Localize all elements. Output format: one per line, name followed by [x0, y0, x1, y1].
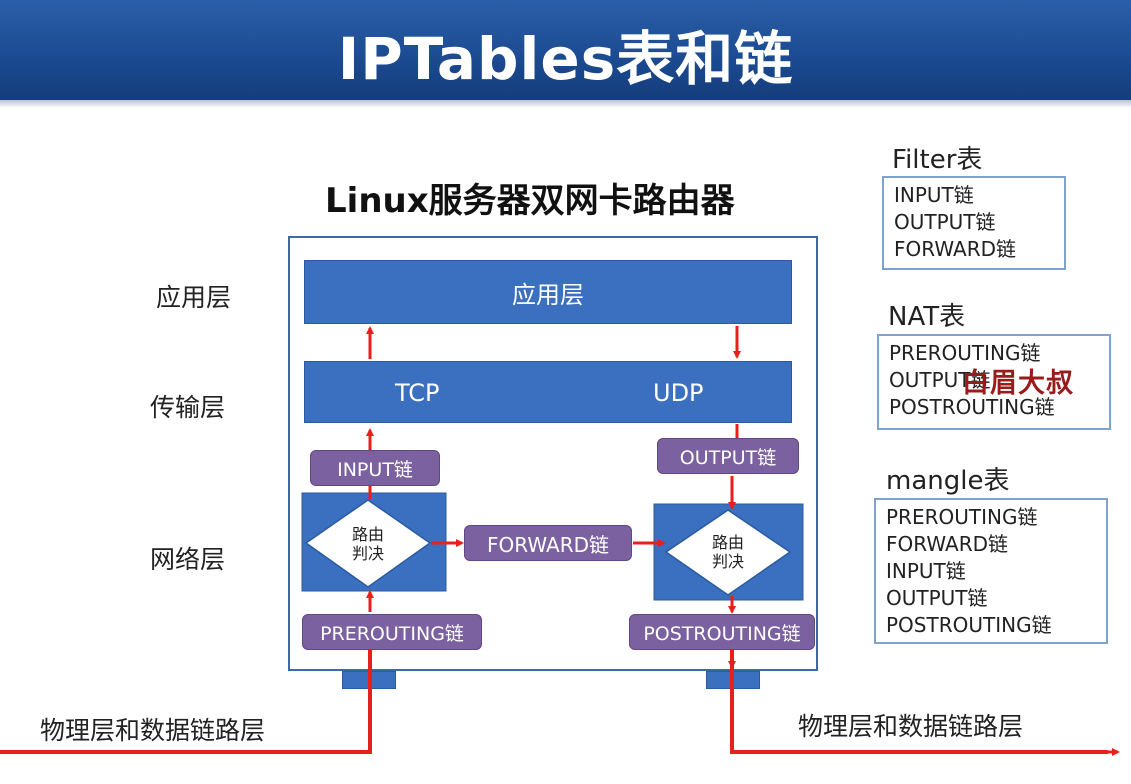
mangle-table-title: mangle表: [886, 466, 1010, 496]
filter-chain-item: OUTPUT链: [894, 210, 996, 234]
nat-chain-item: POSTROUTING链: [889, 395, 1055, 419]
right-routing-line1: 路由: [711, 533, 744, 552]
mangle-chain-item: INPUT链: [886, 559, 966, 583]
nat-chain-item: PREROUTING链: [889, 341, 1041, 365]
filter-table-box: INPUT链 OUTPUT链 FORWARD链: [882, 176, 1066, 270]
right-routing-decision-diamond: [664, 509, 792, 596]
left-routing-line1: 路由: [351, 525, 384, 544]
egress-line: [730, 650, 1108, 754]
left-routing-decision-diamond: [304, 499, 432, 588]
label-application-layer: 应用层: [156, 283, 232, 312]
output-chain-pill: OUTPUT链: [657, 438, 799, 474]
nat-table-box: PREROUTING链 OUTPUT链 POSTROUTING链: [877, 334, 1111, 430]
filter-chain-item: FORWARD链: [894, 237, 1016, 261]
mangle-table-box: PREROUTING链 FORWARD链 INPUT链 OUTPUT链 POST…: [874, 498, 1108, 644]
ingress-line: [0, 630, 372, 754]
filter-chain-item: INPUT链: [894, 183, 974, 207]
watermark-text: 白眉大叔: [962, 368, 1074, 399]
postrouting-chain-pill: POSTROUTING链: [629, 614, 815, 650]
input-chain-pill: INPUT链: [310, 450, 440, 486]
diagram-subtitle: Linux服务器双网卡路由器: [325, 181, 735, 221]
label-physical-layer-left: 物理层和数据链路层: [40, 716, 266, 745]
label-transport-layer: 传输层: [150, 393, 226, 422]
mangle-chain-item: FORWARD链: [886, 532, 1008, 556]
page-title: IPTables表和链: [337, 25, 794, 93]
left-routing-decision-label: 路由 判决: [343, 525, 393, 563]
udp-label: UDP: [653, 379, 704, 407]
label-network-layer: 网络层: [150, 545, 226, 574]
transport-layer-bar: TCP UDP: [304, 361, 792, 423]
right-routing-line2: 判决: [711, 552, 744, 571]
mangle-chain-item: OUTPUT链: [886, 586, 988, 610]
nat-chain-item: OUTPUT链: [889, 368, 991, 392]
forward-chain-pill: FORWARD链: [464, 525, 632, 561]
application-layer-bar-label: 应用层: [512, 280, 584, 309]
prerouting-chain-pill: PREROUTING链: [302, 614, 482, 650]
banner-shadow: [0, 100, 1131, 108]
title-banner: [0, 0, 1131, 100]
tcp-label: TCP: [395, 379, 440, 407]
label-physical-layer-right: 物理层和数据链路层: [798, 712, 1024, 741]
nat-table-title: NAT表: [888, 302, 966, 332]
mangle-chain-item: PREROUTING链: [886, 505, 1038, 529]
left-routing-line2: 判决: [351, 544, 384, 563]
right-routing-decision-label: 路由 判决: [703, 533, 753, 571]
mangle-chain-item: POSTROUTING链: [886, 613, 1052, 637]
filter-table-title: Filter表: [892, 145, 983, 175]
application-layer-bar: 应用层: [304, 260, 792, 324]
